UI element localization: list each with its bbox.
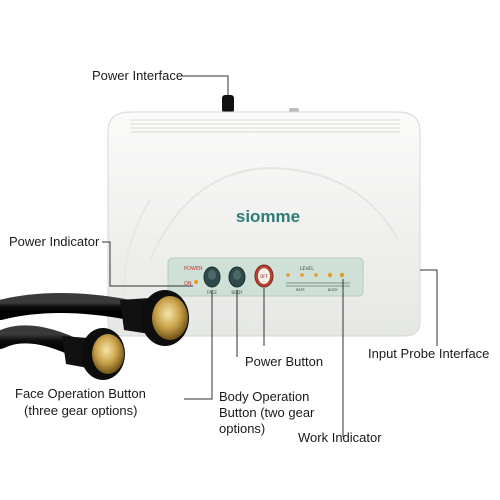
power-interface-line [182, 75, 229, 95]
face-button[interactable] [203, 266, 221, 288]
svg-text:siomme: siomme [236, 207, 300, 226]
face-operation-button-label: Face Operation Button [15, 386, 146, 401]
panel-rate-body-label: BODY [328, 288, 339, 292]
power-indicator-line [102, 241, 193, 287]
work-indicator-label: Work Indicator [298, 430, 382, 445]
work-indicator-leds [286, 272, 345, 278]
input-probe-interface-label: Input Probe Interface [368, 346, 490, 361]
power-interface-label: Power Interface [92, 68, 184, 83]
face-button-line [184, 290, 213, 400]
body-operation-button-label-line3: options) [219, 421, 266, 436]
face-operation-button-note: (three gear options) [24, 403, 138, 418]
face-probe [0, 325, 125, 380]
probe-interface-line [420, 269, 438, 346]
brand-logo: siomme [236, 207, 300, 226]
power-button-label: Power Button [245, 354, 324, 369]
body-operation-button-label-line1: Body Operation [219, 389, 310, 404]
power-cable [222, 95, 234, 113]
panel-level-label: LEVEL [300, 266, 314, 272]
body-probe [0, 290, 189, 346]
panel-off-label: OFF [260, 274, 268, 279]
panel-on-label: ON [184, 281, 192, 287]
body-button[interactable] [228, 266, 246, 288]
body-operation-button-label-line2: Button (two gear [219, 405, 315, 420]
panel-rate-label: RATE [296, 288, 305, 292]
power-indicator-label: Power Indicator [9, 234, 100, 249]
power-indicator-led [194, 280, 198, 284]
callout-lines [102, 75, 438, 437]
panel-power-label: POWER [184, 266, 203, 272]
power-button[interactable]: OFF [254, 264, 274, 288]
control-panel: POWER ON FACE BODY OFF LEVEL RATE [167, 257, 364, 297]
